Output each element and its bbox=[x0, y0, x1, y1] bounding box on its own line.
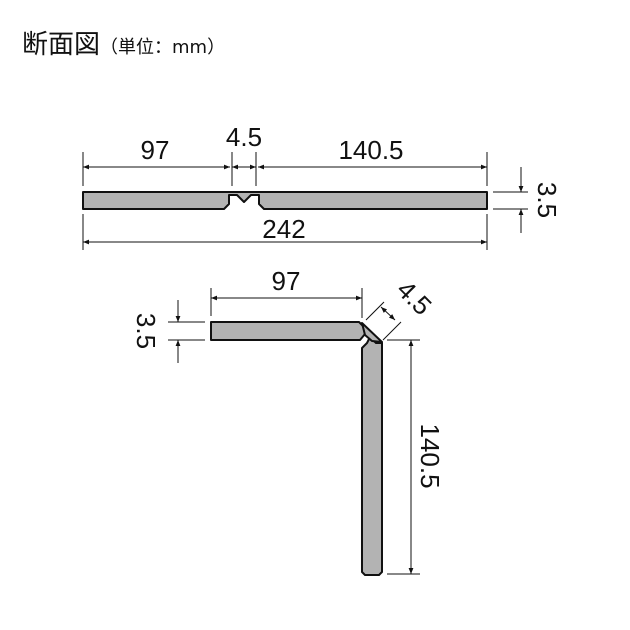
flat-dim-right: 140.5 bbox=[338, 135, 403, 165]
folded-dim-vertical: 140.5 bbox=[415, 423, 445, 488]
flat-dim-total: 242 bbox=[262, 214, 305, 244]
flat-dim-groove: 4.5 bbox=[226, 122, 262, 152]
title-text: 断面図 bbox=[22, 30, 101, 60]
flat-dim-thickness: 3.5 bbox=[532, 182, 562, 218]
folded-dim-groove: 4.5 bbox=[391, 274, 438, 321]
page-title: 断面図（単位：mm） bbox=[22, 24, 225, 61]
folded-profile bbox=[210, 321, 383, 576]
folded-dimension-lines bbox=[168, 288, 420, 575]
folded-dim-thickness: 3.5 bbox=[131, 313, 161, 349]
flat-profile bbox=[82, 191, 488, 210]
flat-dim-left: 97 bbox=[141, 135, 170, 165]
flat-dimension-lines bbox=[82, 152, 528, 250]
folded-dim-horizontal: 97 bbox=[272, 266, 301, 296]
unit-label: （単位：mm） bbox=[100, 37, 226, 58]
